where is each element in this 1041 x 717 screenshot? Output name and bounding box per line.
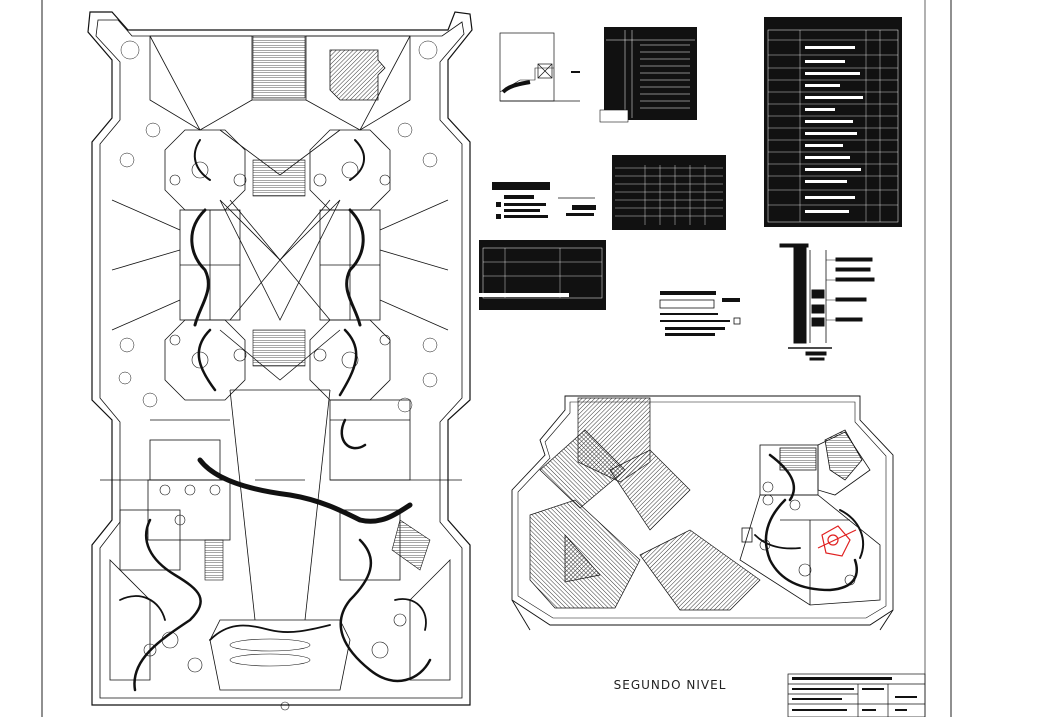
installation-routes <box>119 139 432 692</box>
first-level-stairs <box>204 35 431 581</box>
second-level-routes <box>754 453 865 592</box>
legend-table-1 <box>599 27 697 123</box>
title-block <box>787 673 926 717</box>
legend-table-3 <box>479 240 606 310</box>
sheet-frame <box>41 0 952 717</box>
symbols-legend-table <box>764 17 902 227</box>
legend-table-2 <box>612 155 726 230</box>
riser-diagram <box>779 243 875 361</box>
second-level-rooms <box>739 429 881 606</box>
second-level-plan <box>511 395 894 631</box>
second-level-roof <box>529 397 761 611</box>
notes-block <box>492 182 596 219</box>
annotation-block <box>659 291 741 336</box>
first-level-plan <box>87 11 473 711</box>
detail-section <box>499 32 580 102</box>
highlighted-fixture <box>817 525 857 557</box>
second-level-label: SEGUNDO NIVEL <box>613 678 727 692</box>
